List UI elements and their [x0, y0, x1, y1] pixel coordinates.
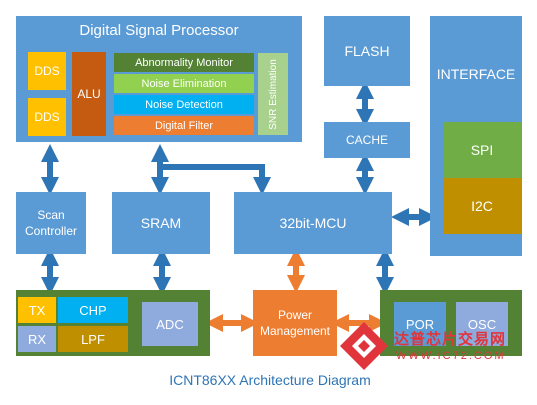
tx-block: TX: [18, 297, 56, 323]
watermark-url: WWW.IC72.COM: [396, 350, 506, 362]
diagram-caption: ICNT86XX Architecture Diagram: [169, 372, 371, 388]
lpf-block: LPF: [58, 326, 128, 352]
scan-controller-label-2: Controller: [24, 224, 78, 238]
por-block: POR: [394, 302, 446, 346]
dds-block-1: DDS: [28, 52, 66, 90]
adc-block: ADC: [142, 302, 198, 346]
noise-detection-bar: Noise Detection: [114, 95, 254, 114]
mcu-block: 32bit-MCU: [234, 192, 392, 254]
osc-block: OSC: [456, 302, 508, 346]
dds-block-2: DDS: [28, 98, 66, 136]
rx-block: RX: [18, 326, 56, 352]
i2c-block: I2C: [443, 178, 521, 234]
spi-block: SPI: [443, 122, 521, 178]
watermark: 达普芯片交易网 WWW.IC72.COM: [336, 316, 536, 376]
snr-estimation-label: SNR Estimation: [267, 58, 279, 130]
watermark-logo-icon: [340, 322, 388, 370]
watermark-text: 达普芯片交易网: [394, 330, 507, 348]
scan-controller-block: Scan Controller: [16, 192, 86, 254]
snr-estimation-block: SNR Estimation: [258, 53, 288, 135]
digital-filter-bar: Digital Filter: [114, 116, 254, 135]
scan-controller-label-1: Scan: [37, 208, 65, 222]
cache-block: CACHE: [324, 122, 410, 158]
alu-block: ALU: [72, 52, 106, 136]
power-management-label-2: Management: [259, 324, 331, 338]
power-management-block: Power Management: [253, 290, 337, 356]
arrow-dsp-sram-mcu: [151, 144, 271, 195]
interface-title: INTERFACE: [436, 66, 516, 82]
dsp-title: Digital Signal Processor: [79, 22, 239, 39]
chp-block: CHP: [58, 297, 128, 323]
sram-block: SRAM: [112, 192, 210, 254]
power-management-label-1: Power: [277, 308, 312, 322]
noise-elimination-bar: Noise Elimination: [114, 74, 254, 93]
abnormality-monitor-bar: Abnormality Monitor: [114, 53, 254, 72]
flash-block: FLASH: [324, 16, 410, 86]
